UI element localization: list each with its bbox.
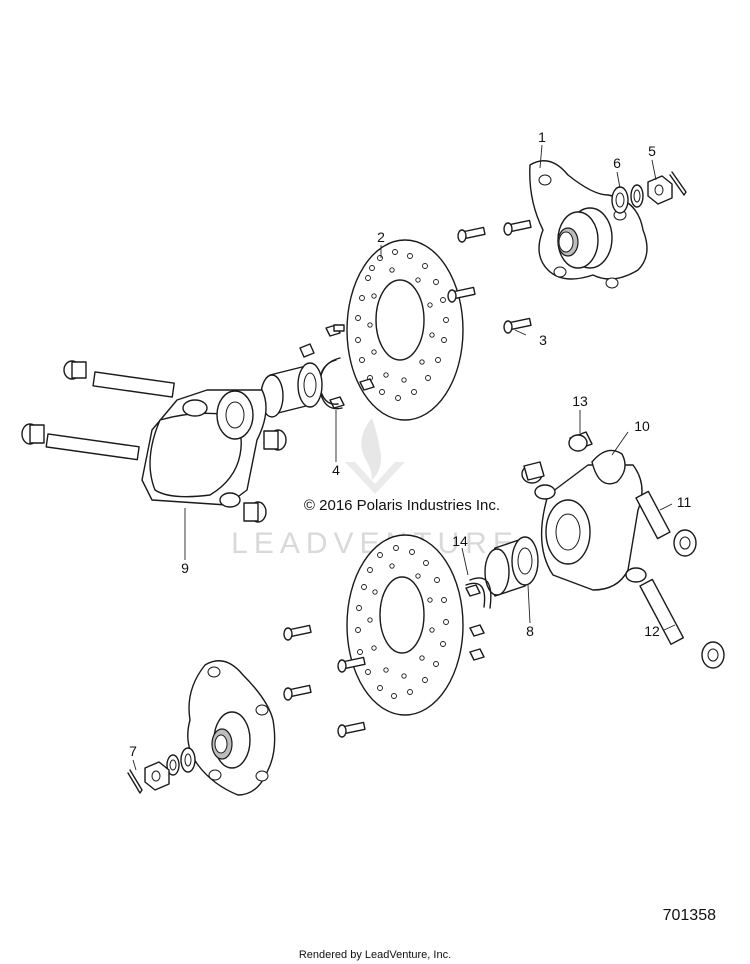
part-9-rear-knuckle <box>141 389 267 508</box>
part-13-bushing <box>568 431 593 452</box>
part-2-upper-brake-rotor <box>346 239 464 421</box>
part-10-bushing-left <box>521 461 545 484</box>
part-3-bolts-upper <box>447 219 532 334</box>
callout-1: 1 <box>538 129 546 145</box>
callout-2: 2 <box>377 229 385 245</box>
part-9-bushings <box>21 360 287 523</box>
callout-8: 8 <box>526 623 534 639</box>
callout-4: 4 <box>332 462 340 478</box>
part-12-sleeve <box>639 578 725 669</box>
diagram-number: 701358 <box>663 907 716 924</box>
callout-13: 13 <box>572 393 588 409</box>
callout-12: 12 <box>644 623 660 639</box>
part-1-upper-hub <box>529 160 648 289</box>
bearing-upper <box>260 362 323 418</box>
callout-6: 6 <box>613 155 621 171</box>
callout-14: 14 <box>452 533 468 549</box>
callout-9: 9 <box>181 560 189 576</box>
copyright-notice: © 2016 Polaris Industries Inc. <box>304 497 500 514</box>
part-8-bearing <box>484 536 539 597</box>
render-credit: Rendered by LeadVenture, Inc. <box>299 949 451 961</box>
part-4-rotor-bolts-upper <box>299 324 375 409</box>
callout-5: 5 <box>648 143 656 159</box>
callout-3: 3 <box>539 332 547 348</box>
callout-leaders <box>132 144 676 771</box>
part-10-rear-knuckle <box>534 449 647 591</box>
callout-11: 11 <box>677 494 692 510</box>
leadventure-logo-watermark <box>345 418 405 494</box>
callout-labels: 1 2 3 4 5 6 7 8 9 10 11 12 13 14 <box>129 129 691 759</box>
washers-lower <box>166 747 196 776</box>
callout-7: 7 <box>129 743 137 759</box>
lower-hub <box>187 660 276 796</box>
castle-nut-lower <box>144 761 170 791</box>
cotter-pin-upper <box>669 171 687 196</box>
part-7-cotter-pin <box>127 769 143 794</box>
lower-brake-rotor <box>346 534 464 716</box>
bolts-lower <box>283 624 366 738</box>
callout-10: 10 <box>634 418 650 434</box>
part-5-castle-nut <box>647 175 673 205</box>
part-14-snap-ring <box>465 577 492 609</box>
part-11-sleeve <box>635 490 697 557</box>
